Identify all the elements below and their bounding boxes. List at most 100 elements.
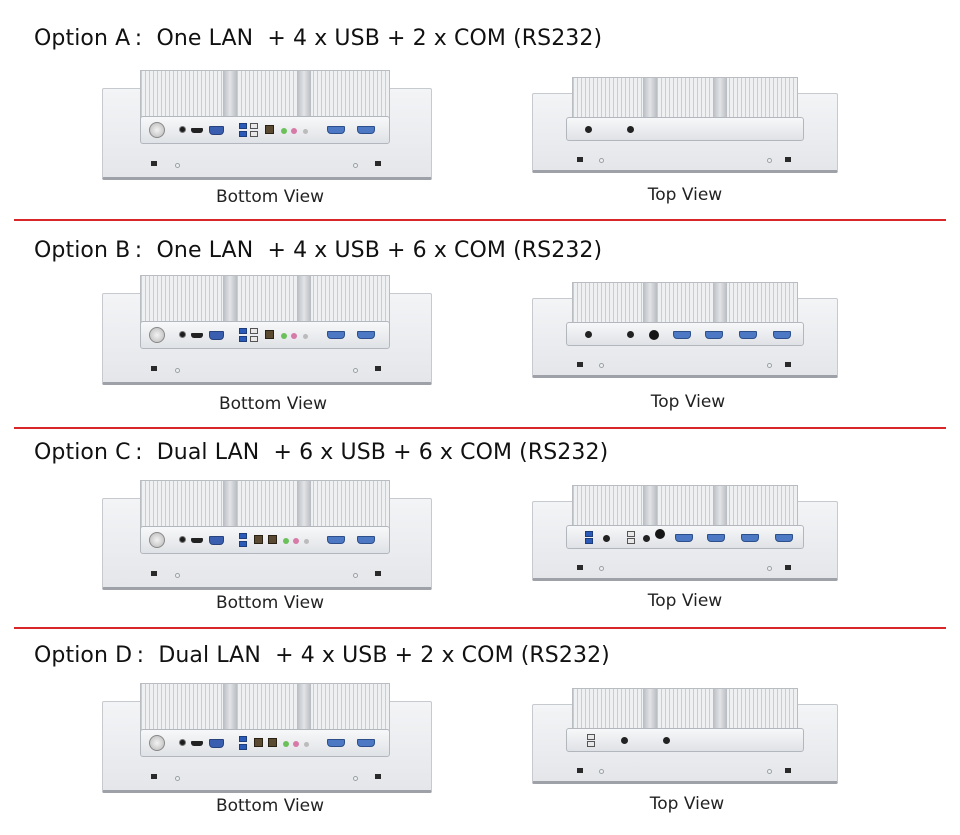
usb-port-icon (239, 123, 247, 129)
heatsink (572, 282, 798, 326)
heatsink (572, 688, 798, 732)
antenna-hole-icon (627, 126, 634, 133)
vga-port-icon (209, 331, 224, 340)
option-b-title: Option B : One LAN + 4 x USB + 6 x COM (… (34, 238, 603, 263)
option-c-bottom-view-image (100, 480, 434, 592)
antenna-hole-icon (627, 331, 634, 338)
io-panel (566, 322, 804, 346)
usb-port-icon (627, 531, 635, 537)
option-b-bottom-caption: Bottom View (218, 394, 328, 414)
audio-line-out-icon (283, 538, 289, 544)
option-d-top-caption: Top View (649, 794, 725, 814)
option-a-bottom-caption: Bottom View (215, 187, 325, 207)
lan-port-icon (268, 535, 277, 544)
lan-port-icon (265, 125, 274, 134)
dc-jack-icon (179, 331, 186, 338)
option-a-section: Option A : One LAN + 4 x USB + 2 x COM (… (0, 0, 960, 220)
usb-port-icon (250, 328, 258, 334)
heatsink (572, 485, 798, 529)
io-panel (140, 526, 390, 554)
audio-mic-icon (293, 741, 299, 747)
dc-jack-icon (179, 536, 186, 543)
audio-mic-icon (291, 333, 297, 339)
audio-jack-icon (655, 529, 665, 539)
com-port-icon (775, 534, 793, 542)
hdmi-port-icon (191, 741, 203, 746)
com-port-icon (357, 536, 375, 544)
com-port-icon (327, 536, 345, 544)
com-port-icon (357, 739, 375, 747)
com-port-icon (327, 739, 345, 747)
usb-port-icon (239, 131, 247, 137)
heatsink (140, 275, 390, 327)
power-button-icon (149, 327, 165, 343)
usb-port-icon (239, 541, 247, 547)
lan-port-icon (268, 738, 277, 747)
audio-line-out-icon (281, 333, 287, 339)
option-d-top-view-image (530, 688, 842, 786)
com-port-icon (707, 534, 725, 542)
option-b-bottom-view-image (100, 275, 434, 387)
usb-port-icon (239, 336, 247, 342)
section-divider (14, 219, 946, 221)
option-c-bottom-caption: Bottom View (215, 593, 325, 613)
led-indicator-icon (303, 129, 308, 134)
vga-port-icon (209, 126, 224, 135)
com-port-icon (739, 331, 757, 339)
led-indicator-icon (304, 742, 309, 747)
com-port-icon (357, 126, 375, 134)
antenna-hole-icon (621, 737, 628, 744)
hdmi-port-icon (191, 538, 203, 543)
section-divider (14, 627, 946, 629)
audio-mic-icon (293, 538, 299, 544)
option-c-section: Option C : Dual LAN + 6 x USB + 6 x COM … (0, 430, 960, 626)
hdmi-port-icon (191, 333, 203, 338)
com-port-icon (741, 534, 759, 542)
com-port-icon (327, 331, 345, 339)
vga-port-icon (209, 536, 224, 545)
io-panel (140, 321, 390, 349)
antenna-hole-icon (603, 535, 610, 542)
usb-port-icon (587, 734, 595, 740)
led-indicator-icon (303, 334, 308, 339)
power-button-icon (149, 735, 165, 751)
option-a-top-view-image (530, 77, 842, 175)
io-panel (140, 729, 390, 757)
io-panel (566, 728, 804, 752)
section-divider (14, 427, 946, 429)
com-port-icon (705, 331, 723, 339)
power-button-icon (149, 122, 165, 138)
dc-jack-icon (179, 739, 186, 746)
antenna-hole-icon (585, 126, 592, 133)
usb-port-icon (239, 328, 247, 334)
com-port-icon (357, 331, 375, 339)
option-d-title: Option D : Dual LAN + 4 x USB + 2 x COM … (34, 643, 610, 668)
usb-port-icon (239, 744, 247, 750)
heatsink (140, 683, 390, 735)
audio-mic-icon (291, 128, 297, 134)
option-b-top-view-image (530, 282, 842, 380)
antenna-hole-icon (585, 331, 592, 338)
usb-port-icon (627, 538, 635, 544)
usb-port-icon (250, 123, 258, 129)
option-d-section: Option D : Dual LAN + 4 x USB + 2 x COM … (0, 630, 960, 835)
com-port-icon (673, 331, 691, 339)
lan-port-icon (254, 738, 263, 747)
hdmi-port-icon (191, 128, 203, 133)
usb-port-icon (250, 131, 258, 137)
io-panel (566, 117, 804, 141)
option-a-title: Option A : One LAN + 4 x USB + 2 x COM (… (34, 26, 603, 51)
heatsink (572, 77, 798, 121)
option-c-top-caption: Top View (647, 591, 723, 611)
antenna-hole-icon (663, 737, 670, 744)
option-c-top-view-image (530, 485, 842, 583)
option-b-top-caption: Top View (650, 392, 726, 412)
usb-port-icon (587, 741, 595, 747)
lan-port-icon (265, 330, 274, 339)
vga-port-icon (209, 739, 224, 748)
usb-port-icon (250, 336, 258, 342)
usb-port-icon (239, 736, 247, 742)
led-indicator-icon (304, 539, 309, 544)
heatsink (140, 70, 390, 122)
option-c-title: Option C : Dual LAN + 6 x USB + 6 x COM … (34, 440, 609, 465)
